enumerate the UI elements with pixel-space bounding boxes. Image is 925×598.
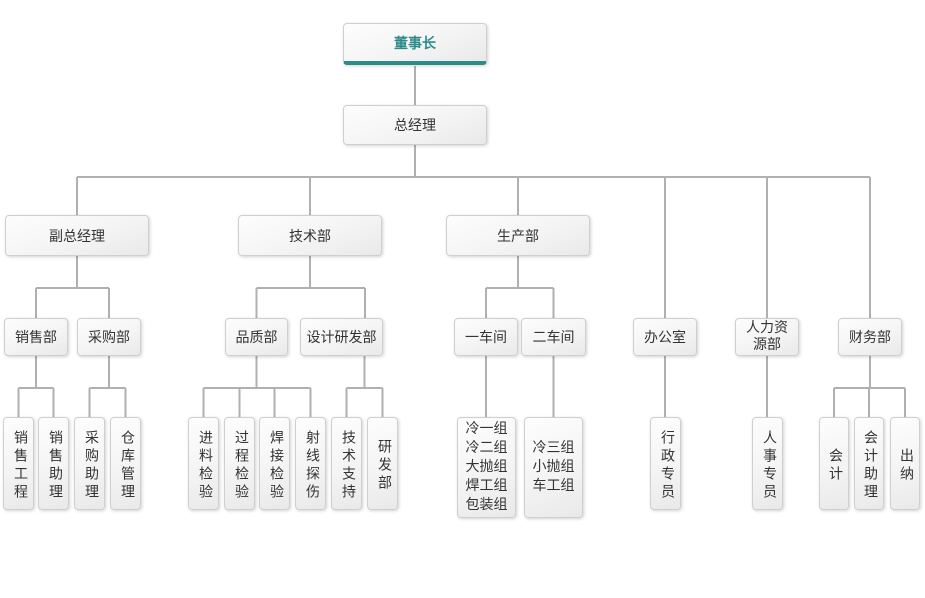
- org-node-accountant[interactable]: 会计: [819, 417, 849, 510]
- org-node-warehouse-management[interactable]: 仓库管理: [110, 417, 141, 510]
- org-node-purchasing-dept[interactable]: 采购部: [77, 318, 141, 356]
- org-node-personnel-specialist[interactable]: 人事专员: [752, 417, 783, 510]
- org-node-workshop-1[interactable]: 一车间: [454, 318, 518, 356]
- org-node-workshop-2-groups[interactable]: 冷三组 小抛组 车工组: [524, 417, 583, 518]
- org-node-technical-support[interactable]: 技术支持: [331, 417, 362, 510]
- org-node-office[interactable]: 办公室: [633, 318, 697, 356]
- org-node-general-manager[interactable]: 总经理: [343, 105, 487, 145]
- org-node-admin-specialist[interactable]: 行政专员: [650, 417, 681, 510]
- org-node-purchasing-assistant[interactable]: 采购助理: [74, 417, 105, 510]
- org-node-process-inspection[interactable]: 过程检验: [224, 417, 255, 510]
- org-node-technical-dept[interactable]: 技术部: [238, 215, 382, 256]
- org-node-xray-flaw-detection[interactable]: 射线探伤: [295, 417, 326, 510]
- org-node-accounting-assistant[interactable]: 会计助理: [854, 417, 884, 510]
- org-node-sales-dept[interactable]: 销售部: [4, 318, 68, 356]
- org-node-workshop-2[interactable]: 二车间: [521, 318, 586, 356]
- org-node-production-dept[interactable]: 生产部: [446, 215, 590, 256]
- org-node-finance-dept[interactable]: 财务部: [838, 318, 902, 356]
- org-node-deputy-general-manager[interactable]: 副总经理: [5, 215, 149, 256]
- org-node-sales-assistant[interactable]: 销售助理: [38, 417, 69, 510]
- org-node-hr-dept[interactable]: 人力资 源部: [735, 318, 799, 356]
- org-node-welding-inspection[interactable]: 焊接检验: [259, 417, 290, 510]
- org-node-sales-engineering[interactable]: 销售工程: [3, 417, 34, 510]
- org-node-design-rd-dept[interactable]: 设计研发部: [300, 318, 383, 356]
- org-node-incoming-inspection[interactable]: 进料检验: [188, 417, 219, 510]
- org-node-workshop-1-groups[interactable]: 冷一组 冷二组 大抛组 焊工组 包装组: [457, 417, 516, 518]
- org-node-rd-dept[interactable]: 研发部: [367, 417, 398, 510]
- org-node-cashier[interactable]: 出纳: [890, 417, 920, 510]
- org-node-chairman[interactable]: 董事长: [343, 23, 487, 65]
- org-node-quality-dept[interactable]: 品质部: [225, 318, 288, 356]
